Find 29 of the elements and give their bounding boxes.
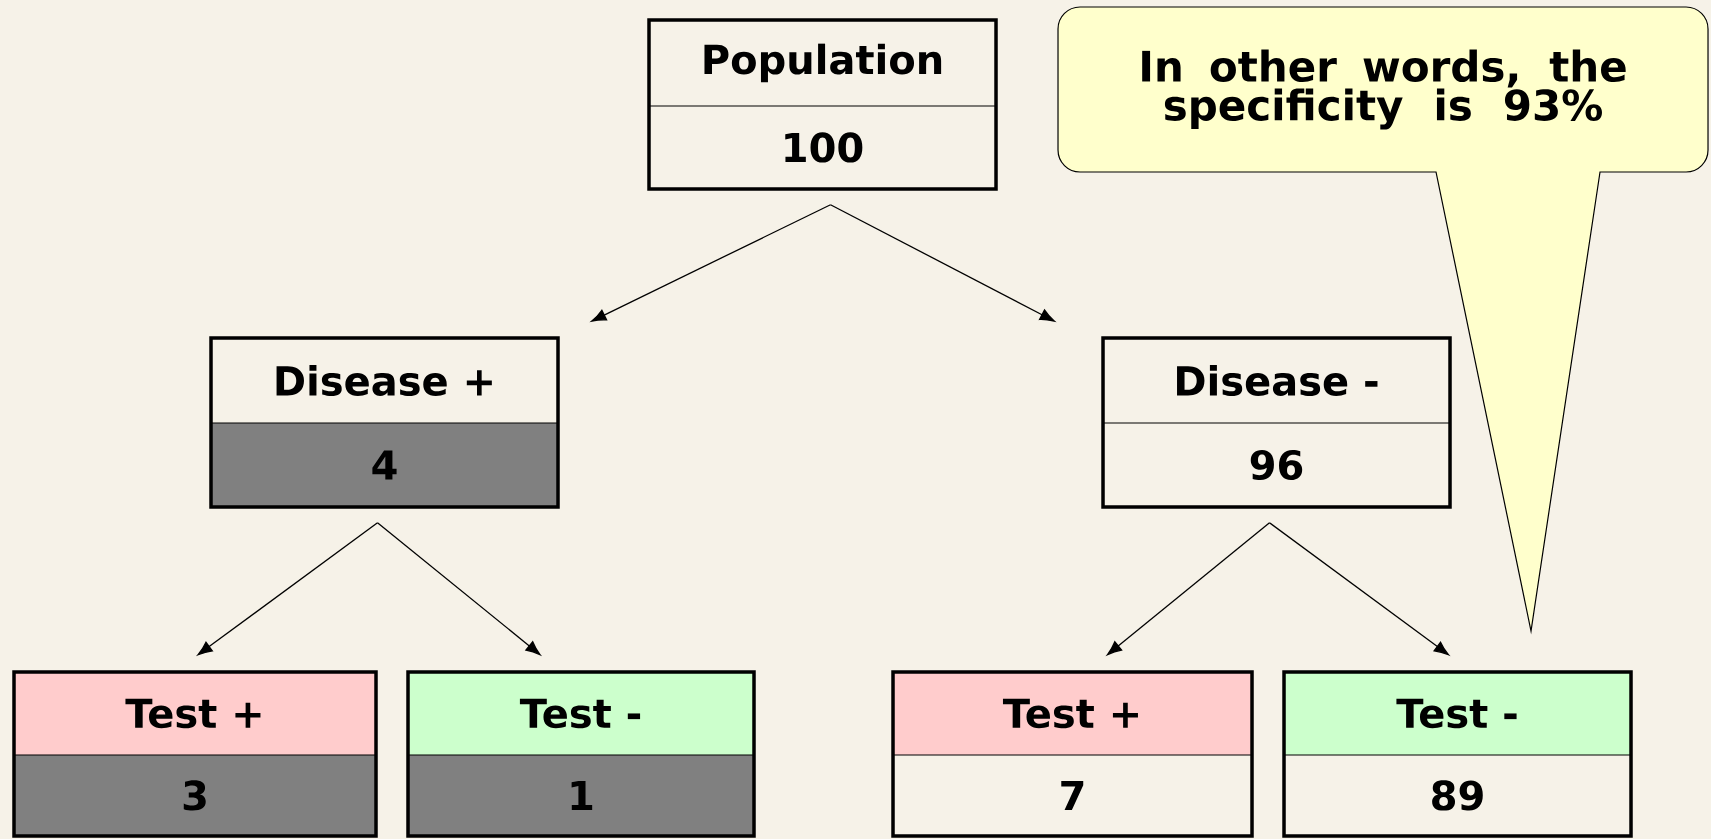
arrow: [591, 204, 832, 322]
box-heading: Test -: [1396, 698, 1517, 729]
count-value: 100: [785, 132, 863, 163]
arrow: [376, 522, 541, 656]
count-value: 7: [1061, 780, 1084, 811]
box-heading: Test +: [125, 698, 261, 729]
box-heading: Disease +: [276, 365, 492, 396]
count-value: 96: [1250, 449, 1303, 481]
arrow: [829, 204, 1055, 322]
table-box: [647, 18, 998, 191]
table-box: [891, 670, 1254, 838]
arrow: [1106, 522, 1271, 656]
table-box: [12, 670, 378, 838]
count-value: 1: [571, 780, 593, 811]
table-box: [1282, 670, 1633, 838]
arrow: [1268, 522, 1450, 656]
box-heading: Test -: [519, 698, 641, 729]
box-heading: Disease -: [1177, 365, 1378, 396]
count-value: 4: [372, 450, 397, 480]
callout-text: In other words, the specificity is 93%: [1142, 49, 1626, 130]
arrow: [197, 522, 379, 656]
table-box: [406, 670, 756, 838]
count-value: 3: [183, 780, 206, 811]
table-box: [1101, 336, 1452, 509]
table-box: [209, 336, 560, 509]
box-heading: Test +: [1002, 698, 1138, 729]
speech-bubble: [1057, 6, 1709, 632]
box-heading: Population: [704, 43, 942, 83]
count-value: 89: [1432, 780, 1483, 811]
